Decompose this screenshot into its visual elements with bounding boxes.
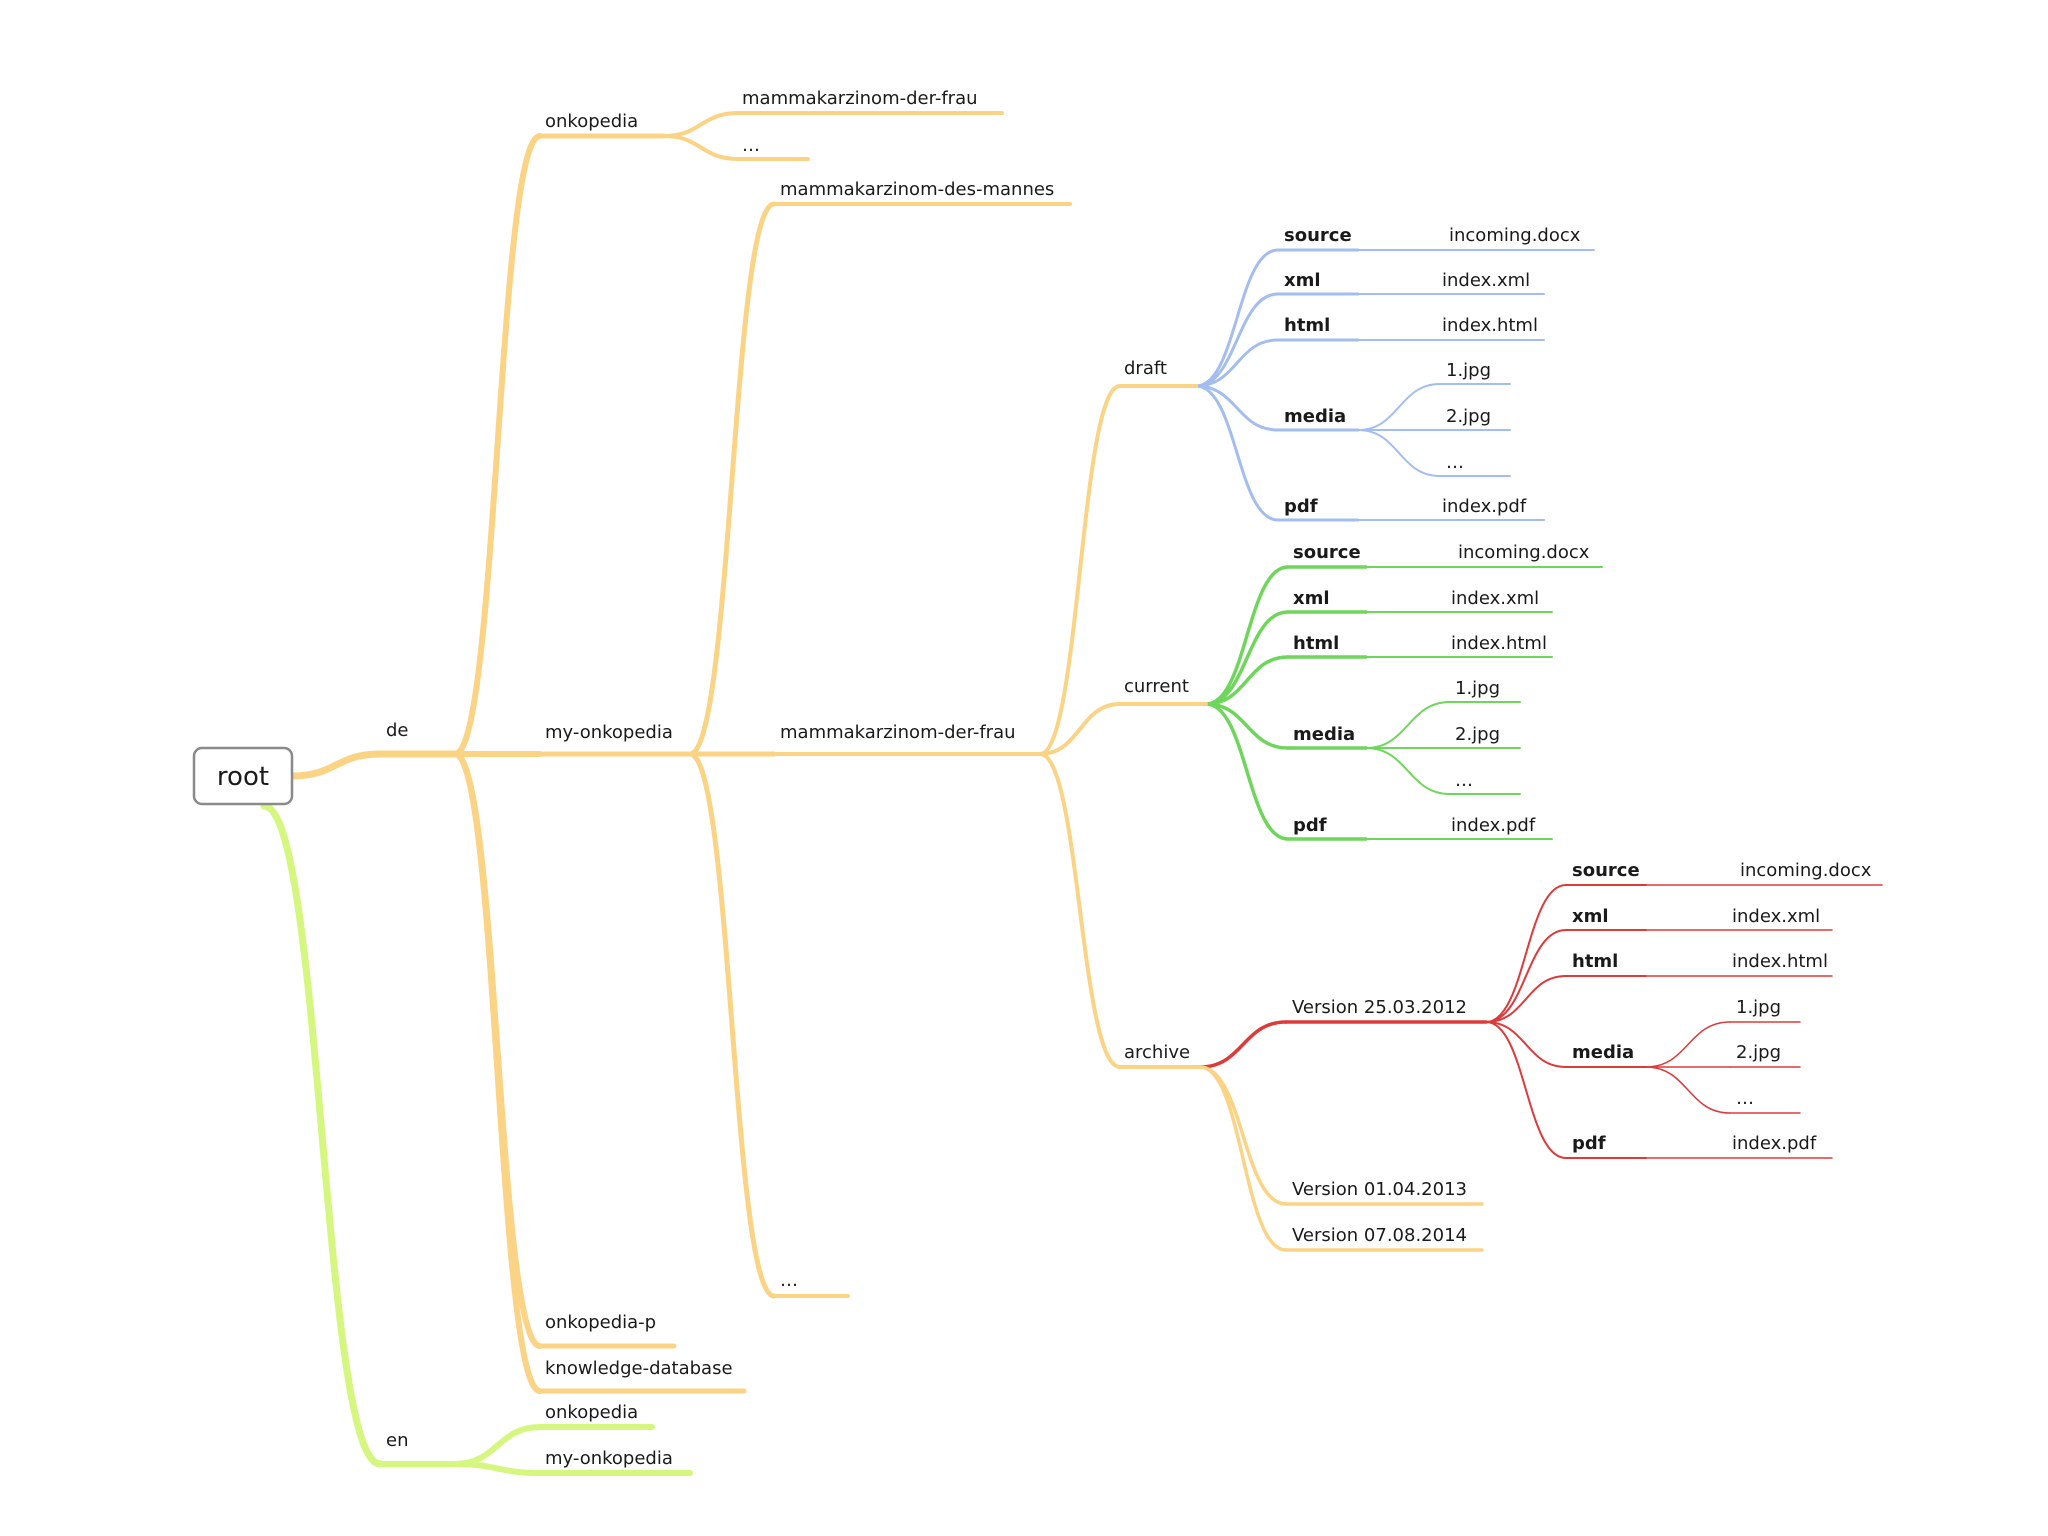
- edge-mdf-current: [1038, 702, 1122, 756]
- file-draft-2-jpg[interactable]: 2.jpg: [1446, 406, 1491, 427]
- node-version-07-08-2014[interactable]: Version 07.08.2014: [1292, 1225, 1467, 1246]
- node-current-html[interactable]: html: [1293, 633, 1339, 654]
- node-current-source[interactable]: source: [1293, 542, 1361, 563]
- draft-edge-source: [1194, 248, 1280, 388]
- node-version-25-03-2012[interactable]: Version 25.03.2012: [1292, 997, 1467, 1018]
- node-current-pdf[interactable]: pdf: [1293, 815, 1327, 836]
- file-current-1-jpg[interactable]: 1.jpg: [1455, 678, 1500, 699]
- file-draft-index-html[interactable]: index.html: [1442, 315, 1538, 336]
- node-archive-xml[interactable]: xml: [1572, 906, 1609, 927]
- file-archive-index-html[interactable]: index.html: [1732, 951, 1828, 972]
- edge-en-my-onkopedia: [452, 1461, 543, 1476]
- file-archive-incoming-docx[interactable]: incoming.docx: [1740, 860, 1872, 881]
- edge-my-onkopedia-mannes: [687, 201, 777, 757]
- node-draft-html[interactable]: html: [1284, 315, 1330, 336]
- root-box: [192, 746, 294, 806]
- draft-edge-media-0: [1357, 383, 1441, 431]
- archive-edge-xml: [1485, 929, 1567, 1023]
- archive-edge-media-0: [1645, 1021, 1731, 1068]
- node-archive[interactable]: archive: [1124, 1042, 1190, 1063]
- edge-mdf-draft: [1038, 384, 1122, 756]
- node-en[interactable]: en: [386, 1430, 408, 1451]
- mindmap-edges: [260, 111, 1731, 1476]
- node-archive-html[interactable]: html: [1572, 951, 1618, 972]
- node-archive-media[interactable]: media: [1572, 1042, 1634, 1063]
- current-edge-html: [1204, 655, 1290, 706]
- node-my-onkopedia-ellipsis[interactable]: …: [780, 1270, 798, 1291]
- node-my-onkopedia[interactable]: my-onkopedia: [545, 722, 673, 743]
- edge-archive-v3: [1198, 1065, 1288, 1252]
- node-de-onkopedia-mammakarzinom-der-frau[interactable]: mammakarzinom-der-frau: [742, 88, 978, 109]
- node-mammakarzinom-der-frau[interactable]: mammakarzinom-der-frau: [780, 722, 1016, 743]
- file-current-index-xml[interactable]: index.xml: [1451, 588, 1539, 609]
- edge-en-onkopedia: [452, 1424, 543, 1467]
- node-draft-media[interactable]: media: [1284, 406, 1346, 427]
- file-draft-index-pdf[interactable]: index.pdf: [1442, 496, 1527, 517]
- archive-edge-source: [1485, 884, 1567, 1023]
- root-node[interactable]: root: [192, 746, 294, 806]
- edge-de-onkopedia: [452, 133, 543, 757]
- node-de-onkopedia-ellipsis[interactable]: …: [742, 135, 760, 156]
- node-current[interactable]: current: [1124, 676, 1189, 697]
- file-current-incoming-docx[interactable]: incoming.docx: [1458, 542, 1590, 563]
- edge-root-de: [288, 750, 384, 780]
- current-edge-media-0: [1365, 701, 1451, 749]
- draft-edge-pdf: [1194, 384, 1280, 522]
- node-archive-pdf[interactable]: pdf: [1572, 1133, 1606, 1154]
- node-mammakarzinom-des-mannes[interactable]: mammakarzinom-des-mannes: [780, 179, 1054, 200]
- node-draft-source[interactable]: source: [1284, 225, 1352, 246]
- file-draft-media-ellipsis[interactable]: …: [1446, 452, 1464, 473]
- edge-archive-v1: [1198, 1020, 1288, 1069]
- root-label: root: [217, 762, 269, 792]
- edge-mdf-archive: [1038, 752, 1122, 1069]
- draft-edge-html: [1194, 338, 1280, 388]
- node-version-01-04-2013[interactable]: Version 01.04.2013: [1292, 1179, 1467, 1200]
- file-current-index-pdf[interactable]: index.pdf: [1451, 815, 1536, 836]
- archive-edge-pdf: [1485, 1021, 1567, 1159]
- node-de[interactable]: de: [386, 720, 409, 741]
- node-knowledge-database[interactable]: knowledge-database: [545, 1358, 733, 1379]
- file-draft-index-xml[interactable]: index.xml: [1442, 270, 1530, 291]
- edge-de-knowledge-database: [452, 751, 543, 1394]
- file-archive-2-jpg[interactable]: 2.jpg: [1736, 1042, 1781, 1063]
- node-archive-source[interactable]: source: [1572, 860, 1640, 881]
- file-current-2-jpg[interactable]: 2.jpg: [1455, 724, 1500, 745]
- file-draft-incoming-docx[interactable]: incoming.docx: [1449, 225, 1581, 246]
- node-en-my-onkopedia[interactable]: my-onkopedia: [545, 1448, 673, 1469]
- file-archive-index-pdf[interactable]: index.pdf: [1732, 1133, 1817, 1154]
- node-onkopedia-p[interactable]: onkopedia-p: [545, 1312, 656, 1333]
- draft-edge-media-2: [1357, 429, 1441, 477]
- node-en-onkopedia[interactable]: onkopedia: [545, 1402, 638, 1423]
- mindmap-underlines: [376, 111, 1883, 1476]
- current-edge-source: [1204, 565, 1290, 706]
- edge-my-onkopedia-ellipsis: [687, 751, 777, 1299]
- draft-edge-xml: [1194, 292, 1280, 388]
- archive-edge-media: [1485, 1021, 1567, 1068]
- current-edge-media-2: [1365, 747, 1451, 795]
- file-current-index-html[interactable]: index.html: [1451, 633, 1547, 654]
- edge-root-en: [260, 802, 384, 1468]
- node-de-onkopedia[interactable]: onkopedia: [545, 111, 638, 132]
- node-current-media[interactable]: media: [1293, 724, 1355, 745]
- current-edge-xml: [1204, 610, 1290, 706]
- file-archive-index-xml[interactable]: index.xml: [1732, 906, 1820, 927]
- edge-archive-v2: [1198, 1065, 1288, 1206]
- current-edge-pdf: [1204, 702, 1290, 841]
- edge-onkopedia-ellipsis: [662, 134, 740, 161]
- node-current-xml[interactable]: xml: [1293, 588, 1330, 609]
- node-draft[interactable]: draft: [1124, 358, 1167, 379]
- archive-edge-html: [1485, 975, 1567, 1023]
- draft-edge-media: [1194, 384, 1280, 432]
- file-archive-media-ellipsis[interactable]: …: [1736, 1088, 1754, 1109]
- file-archive-1-jpg[interactable]: 1.jpg: [1736, 997, 1781, 1018]
- current-edge-media: [1204, 702, 1290, 750]
- file-draft-1-jpg[interactable]: 1.jpg: [1446, 360, 1491, 381]
- edge-onkopedia-mdf: [662, 111, 740, 138]
- file-current-media-ellipsis[interactable]: …: [1455, 770, 1473, 791]
- node-draft-pdf[interactable]: pdf: [1284, 496, 1318, 517]
- node-draft-xml[interactable]: xml: [1284, 270, 1321, 291]
- archive-edge-media-2: [1645, 1066, 1731, 1114]
